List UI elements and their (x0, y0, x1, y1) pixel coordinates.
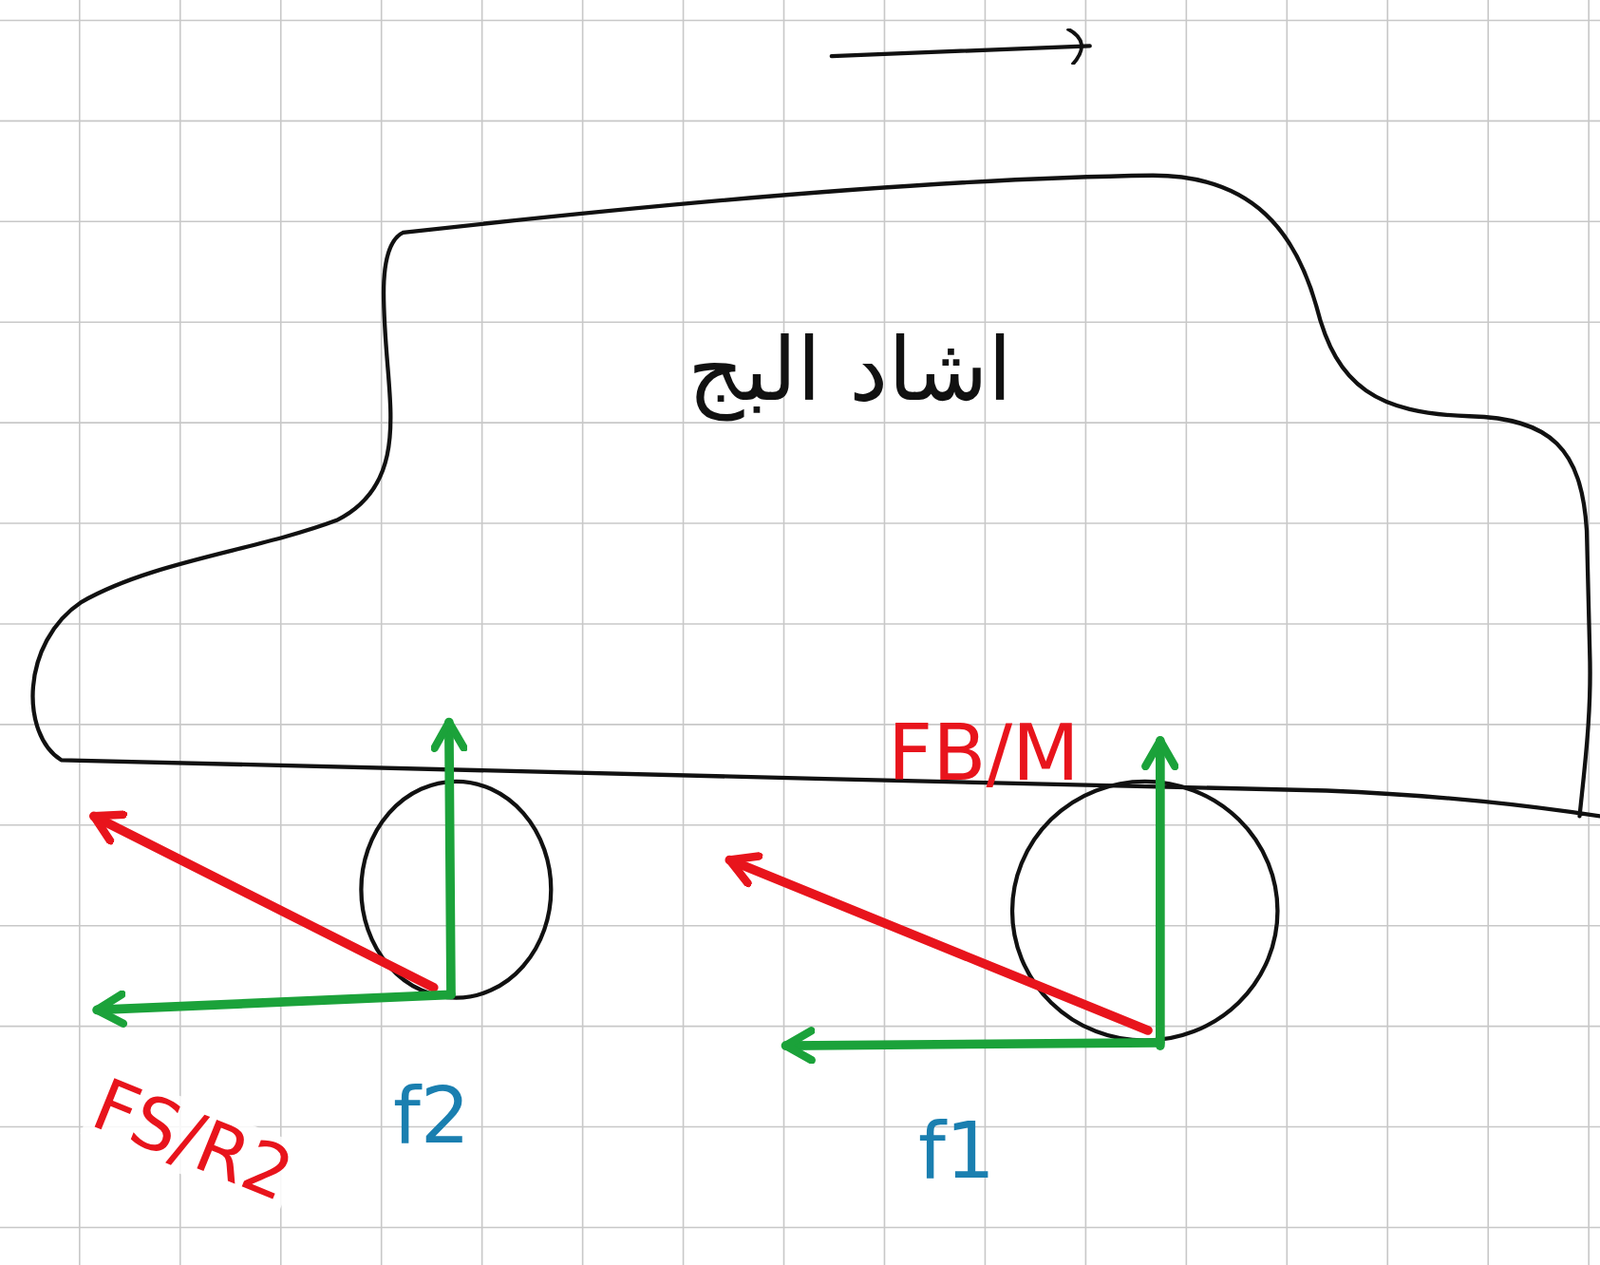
friction-label: f2 (393, 1076, 471, 1155)
normal-force-arrow (1155, 740, 1166, 1046)
friction-arrow (785, 1042, 1160, 1046)
handwritten-note: اشاد البج (687, 321, 1013, 418)
force-label: FB/M (887, 714, 1080, 792)
force-label: FS/R2 (80, 1066, 306, 1214)
normal-force-arrow (449, 722, 452, 996)
force-arrow (94, 815, 434, 987)
front-wheel (1012, 781, 1278, 1041)
car-body (33, 175, 1600, 817)
friction-arrow (96, 994, 452, 1010)
car-body-area: اشاد البج (398, 256, 1301, 485)
friction-label: f1 (918, 1111, 996, 1190)
force-arrow (729, 860, 1149, 1031)
direction-arrow (831, 45, 1091, 57)
